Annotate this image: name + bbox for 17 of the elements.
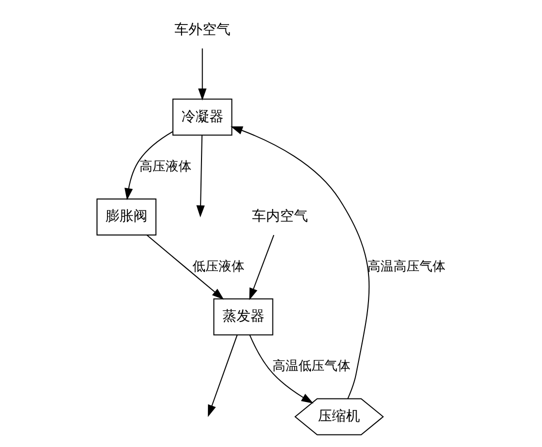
arrow xyxy=(198,48,207,100)
arrow xyxy=(146,234,224,300)
arrow xyxy=(208,334,238,417)
arrow xyxy=(196,134,205,218)
arrow xyxy=(230,126,370,400)
arrow xyxy=(249,234,274,300)
node-box: 冷凝器 xyxy=(172,98,232,136)
node-box: 蒸发器 xyxy=(213,298,274,336)
edge-label: 高压液体 xyxy=(139,159,192,174)
node-box: 膨胀阀 xyxy=(96,198,156,236)
node-text: 车内空气 xyxy=(252,208,308,225)
edge-label: 低压液体 xyxy=(192,259,244,274)
arrow xyxy=(249,334,314,404)
edge-label: 高温高压气体 xyxy=(368,259,446,274)
edge-label: 高温低压气体 xyxy=(272,359,351,374)
node-text: 车外空气 xyxy=(174,22,230,38)
arrow xyxy=(124,131,174,200)
